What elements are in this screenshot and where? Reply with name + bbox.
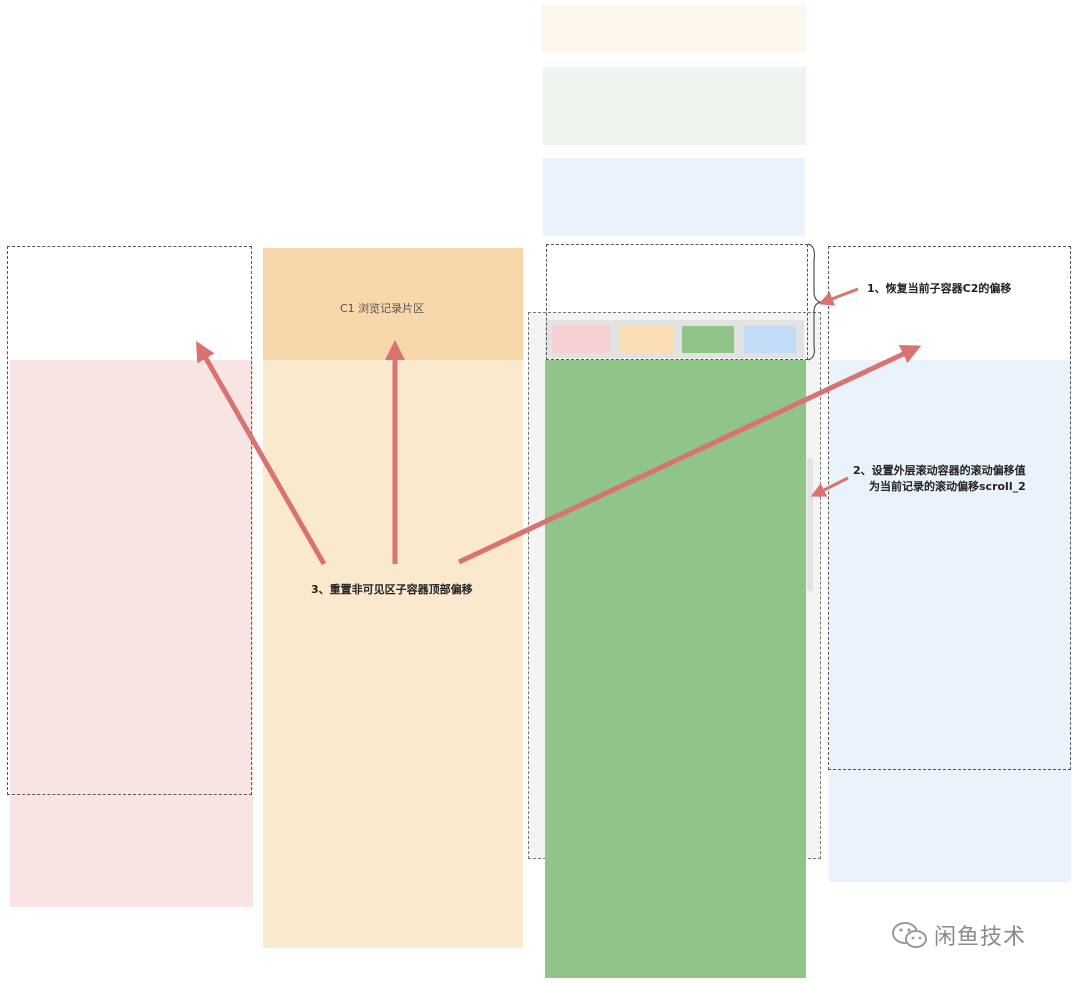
step2-label-line2: 为当前记录的滚动偏移scroll_2 bbox=[869, 480, 1026, 493]
step2-arrow bbox=[810, 476, 849, 497]
right-viewport-frame bbox=[828, 246, 1071, 770]
watermark: 闲鱼技术 bbox=[890, 918, 1026, 952]
left-viewport-frame bbox=[7, 246, 252, 795]
tab-bar bbox=[545, 320, 804, 358]
stack-card-blue bbox=[543, 158, 805, 236]
blue-container bbox=[829, 360, 1071, 882]
wechat-icon bbox=[892, 922, 927, 948]
step3-arrow-left bbox=[196, 341, 327, 566]
stack-card-cream bbox=[541, 5, 806, 52]
step1-label: 1、恢复当前子容器C2的偏移 bbox=[867, 282, 1012, 295]
stack-card-green bbox=[543, 67, 806, 145]
outer-scrollbar-thumb[interactable] bbox=[807, 458, 813, 591]
tab-chip-green[interactable] bbox=[682, 326, 734, 353]
step3-label: 3、重置非可见区子容器顶部偏移 bbox=[311, 583, 473, 596]
c1-section-label: C1 浏览记录片区 bbox=[340, 302, 425, 315]
tab-chip-pink[interactable] bbox=[552, 326, 610, 353]
tab-chip-blue[interactable] bbox=[744, 326, 796, 353]
c2-viewport-frame bbox=[546, 244, 808, 360]
step2-label-line1: 2、设置外层滚动容器的滚动偏移值 bbox=[853, 464, 1026, 477]
pink-container bbox=[10, 360, 253, 907]
brace-shape bbox=[807, 243, 822, 361]
step3-arrow-right bbox=[457, 345, 922, 565]
tab-chip-cream[interactable] bbox=[619, 326, 673, 353]
step1-arrow bbox=[818, 287, 859, 306]
watermark-text: 闲鱼技术 bbox=[934, 925, 1027, 950]
